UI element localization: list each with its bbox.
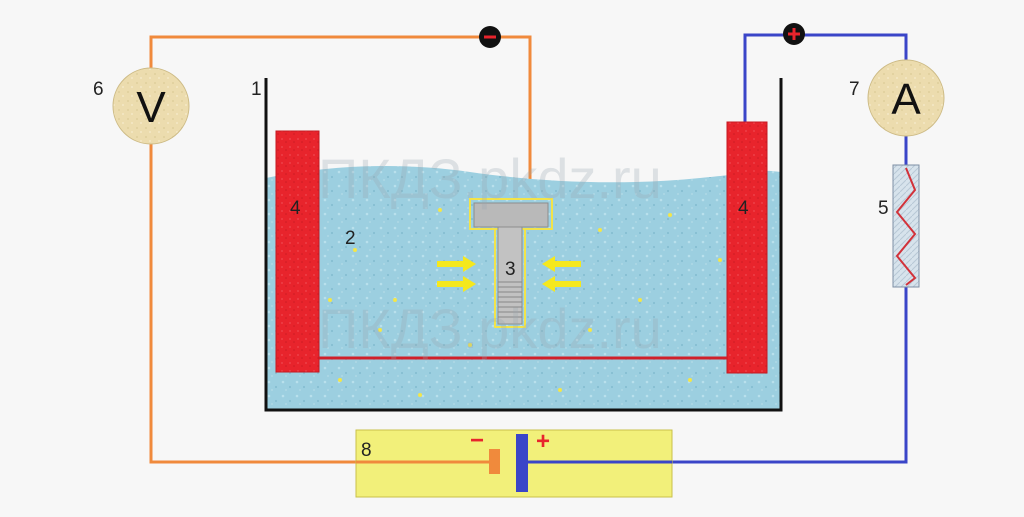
resistor-body [892,164,920,288]
ammeter-face [867,59,945,137]
plated-part [469,198,553,328]
battery-minus-sign: − [470,427,484,454]
label-power-source: 8 [361,440,372,461]
ion-arrows-left [437,256,476,292]
label-ammeter: 7 [849,79,860,100]
anode-left [275,130,320,373]
part-head [473,202,549,228]
watermark-top: ПКДЗ.pkdz.ru [318,147,662,210]
cathode-terminal [479,26,501,48]
ion-arrows-right [542,256,581,292]
electrolyte-ions [328,208,722,397]
label-electrolyte: 2 [345,228,356,249]
arrow-right-icon [437,256,476,272]
label-part: 3 [505,259,516,280]
voltmeter-symbol: V [136,83,166,132]
wire-anode-to-ammeter [743,33,908,122]
arrow-left-icon [542,256,581,272]
arrow-left-icon [542,276,581,292]
wire-voltmeter-to-cathode [149,35,532,205]
watermark-bottom: ПКДЗ.pkdz.ru [318,297,662,360]
anode-right [726,121,768,374]
ammeter: A [867,59,945,137]
label-resistor: 5 [878,198,889,219]
label-anode-left: 4 [290,198,301,219]
battery-negative-plate [489,449,500,474]
part-thread [498,281,522,318]
battery-plus-sign: + [536,428,550,455]
electrolyte-liquid [266,166,781,410]
voltmeter-face [112,67,190,145]
label-bath: 1 [251,79,262,100]
resistor-coil [895,167,917,286]
ammeter-symbol: A [891,75,921,124]
battery-positive-plate [516,434,528,492]
part-shank [497,226,523,325]
voltmeter: V [112,67,190,145]
bath-container [264,78,783,412]
anode-terminal [783,23,805,45]
label-voltmeter: 6 [93,79,104,100]
label-anode-right: 4 [738,198,749,219]
arrow-right-icon [437,276,476,292]
resistor [892,164,920,288]
power-source: − + [355,427,673,498]
